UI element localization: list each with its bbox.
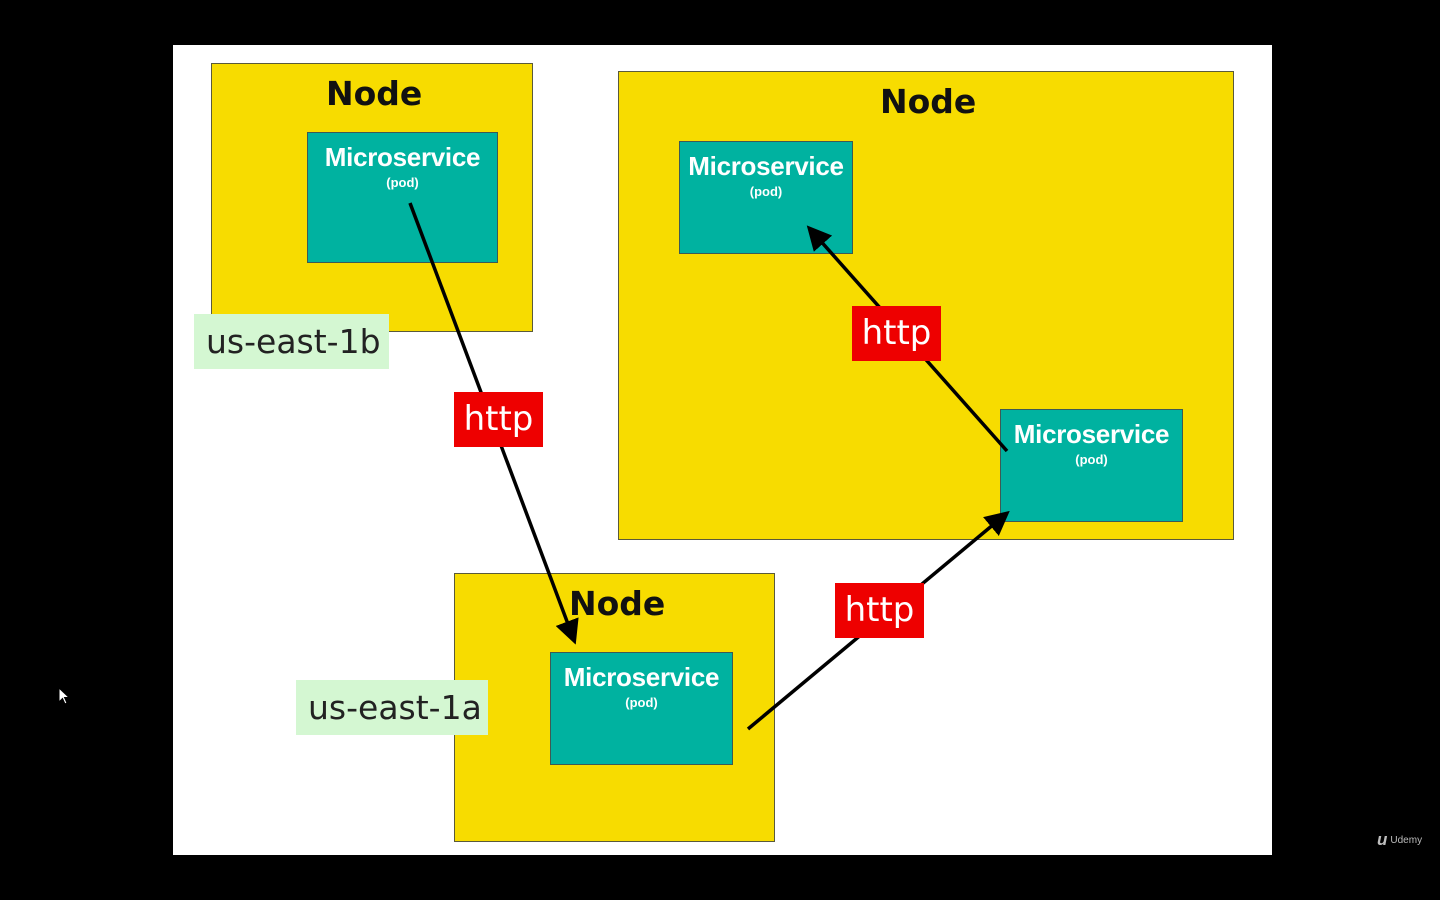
pod-title: Microservice (1013, 419, 1170, 449)
mouse-cursor-icon (58, 686, 71, 709)
pod-subtitle: (pod) (386, 175, 419, 190)
node-us-east-1a: Node Microservice (pod) (454, 573, 775, 842)
pod-title: Microservice (688, 151, 844, 181)
udemy-logo-icon: u (1377, 830, 1388, 849)
pod-subtitle: (pod) (749, 184, 783, 199)
udemy-watermark: u Udemy (1377, 830, 1422, 850)
pod-box: Microservice (pod) (307, 132, 498, 263)
pod-box: Microservice (pod) (550, 652, 733, 765)
zone-label-us-east-1a: us-east-1a (296, 680, 488, 735)
pod-title: Microservice (563, 662, 720, 692)
node-title: Node (569, 584, 666, 623)
pod-subtitle: (pod) (625, 695, 658, 710)
pod-box: Microservice (pod) (1000, 409, 1183, 522)
http-label: http (852, 306, 941, 361)
pod-subtitle: (pod) (1075, 452, 1108, 467)
http-label: http (454, 392, 543, 447)
pod-box: Microservice (pod) (679, 141, 853, 254)
http-label: http (835, 583, 924, 638)
watermark-text: Udemy (1390, 834, 1423, 846)
node-title: Node (326, 74, 423, 113)
zone-label-us-east-1b: us-east-1b (194, 314, 389, 369)
node-us-east-1b: Node Microservice (pod) (211, 63, 533, 332)
node-title: Node (880, 82, 977, 121)
pod-title: Microservice (324, 142, 481, 172)
